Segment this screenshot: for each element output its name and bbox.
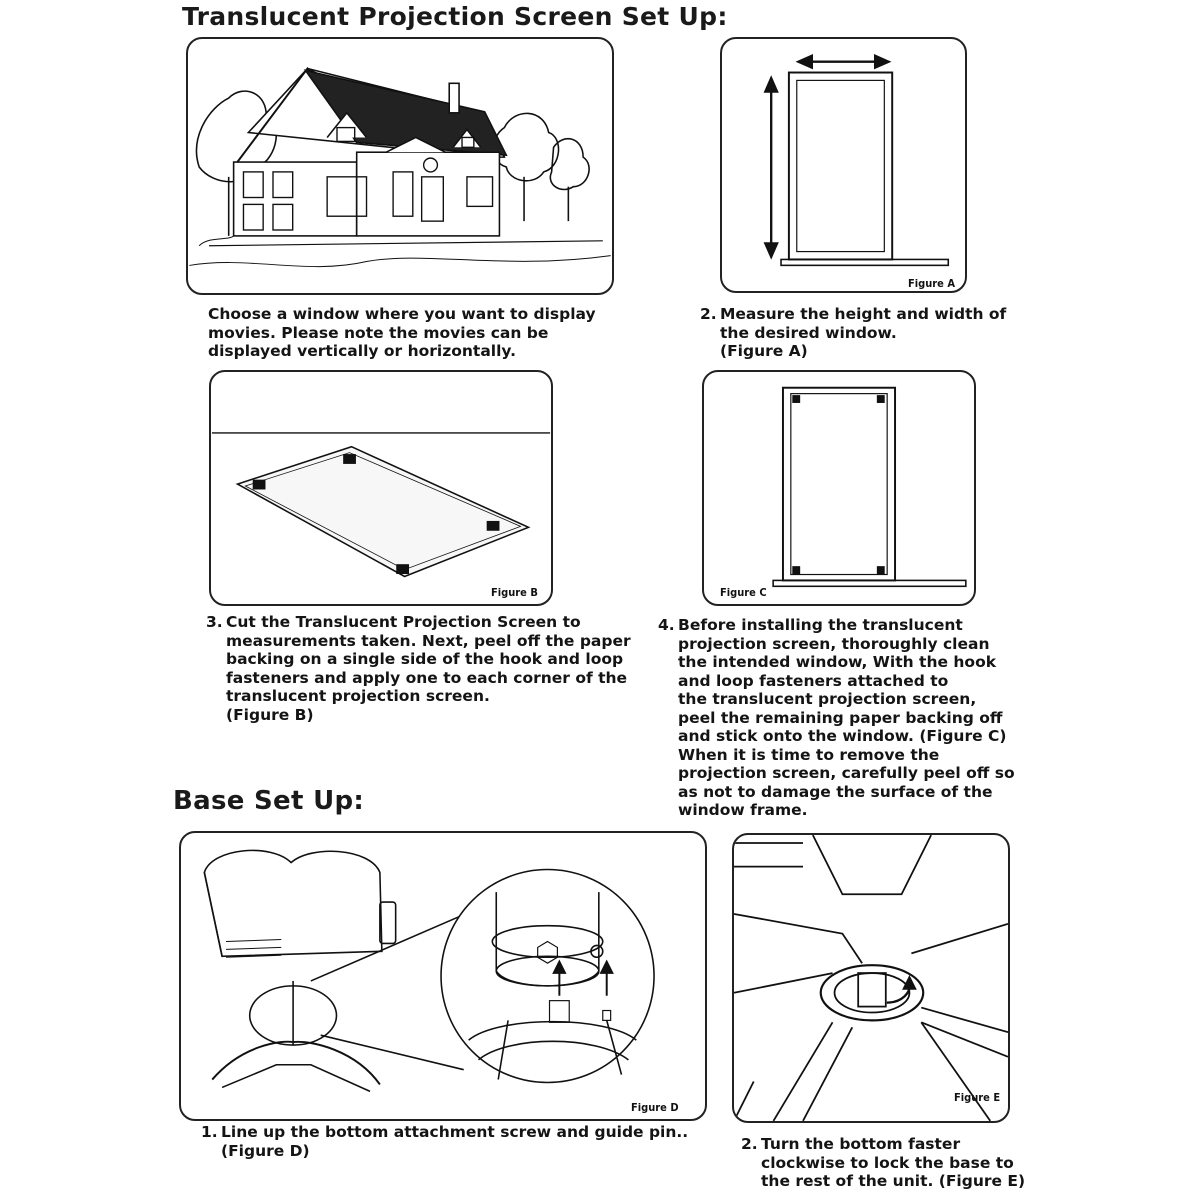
figure-d-panel: Figure D (179, 831, 707, 1121)
step-line: projection screen, carefully peel off so (678, 764, 1058, 783)
figure-d-label: Figure D (631, 1101, 679, 1114)
step-line: Choose a window where you want to displa… (208, 305, 608, 324)
step-4-install: 4. Before installing the translucent pro… (678, 616, 1058, 820)
step-line: When it is time to remove the (678, 746, 1058, 765)
step-2-measure: 2. Measure the height and width of the d… (720, 305, 1020, 361)
step-number: 1. (201, 1123, 218, 1142)
base-step-1-line-up: 1. Line up the bottom attachment screw a… (221, 1123, 701, 1160)
step-line: translucent projection screen. (226, 687, 646, 706)
step-line: Before installing the translucent (678, 616, 1058, 635)
step-choose-window: Choose a window where you want to displa… (208, 305, 608, 361)
step-line: Turn the bottom faster (761, 1135, 1061, 1154)
step-line: window frame. (678, 801, 1058, 820)
step-number: 2. (700, 305, 717, 324)
step-line: measurements taken. Next, peel off the p… (226, 632, 646, 651)
figure-a-label: Figure A (908, 277, 955, 290)
step-line: the intended window, With the hook (678, 653, 1058, 672)
step-line: Line up the bottom attachment screw and … (221, 1123, 701, 1142)
step-number: 3. (206, 613, 223, 632)
figure-b-panel: Figure B (209, 370, 553, 606)
figure-c-label: Figure C (720, 586, 767, 599)
step-line: (Figure D) (221, 1142, 701, 1161)
step-line: the rest of the unit. (Figure E) (761, 1172, 1061, 1191)
step-line: Measure the height and width of (720, 305, 1020, 324)
figure-a-panel: Figure A (720, 37, 967, 293)
figure-e-panel: Figure E (732, 833, 1010, 1123)
step-line: clockwise to lock the base to (761, 1154, 1061, 1173)
step-line: fasteners and apply one to each corner o… (226, 669, 646, 688)
step-line: backing on a single side of the hook and… (226, 650, 646, 669)
figure-c-panel: Figure C (702, 370, 976, 606)
house-illustration (188, 39, 612, 293)
step-number: 4. (658, 616, 675, 635)
window-measure-illustration (722, 39, 965, 291)
step-line: displayed vertically or horizontally. (208, 342, 608, 361)
step-number: 2. (741, 1135, 758, 1154)
step-line: projection screen, thoroughly clean (678, 635, 1058, 654)
base-step-2-lock: 2. Turn the bottom faster clockwise to l… (761, 1135, 1061, 1191)
house-illustration-panel (186, 37, 614, 295)
step-line: and stick onto the window. (Figure C) (678, 727, 1058, 746)
screen-corners-illustration (211, 372, 551, 604)
figure-b-label: Figure B (491, 586, 538, 599)
step-line: movies. Please note the movies can be (208, 324, 608, 343)
projection-setup-heading: Translucent Projection Screen Set Up: (182, 2, 728, 31)
step-line: and loop fasteners attached to (678, 672, 1058, 691)
base-attachment-illustration (181, 833, 705, 1119)
step-line: the translucent projection screen, (678, 690, 1058, 709)
base-lock-illustration (734, 835, 1008, 1121)
step-line: peel the remaining paper backing off (678, 709, 1058, 728)
step-line: the desired window. (720, 324, 1020, 343)
step-line: (Figure B) (226, 706, 646, 725)
step-line: as not to damage the surface of the (678, 783, 1058, 802)
base-setup-heading: Base Set Up: (173, 786, 364, 816)
step-line: (Figure A) (720, 342, 1020, 361)
step-3-cut-screen: 3. Cut the Translucent Projection Screen… (226, 613, 646, 724)
window-installed-illustration (704, 372, 974, 604)
step-line: Cut the Translucent Projection Screen to (226, 613, 646, 632)
figure-e-label: Figure E (954, 1091, 1000, 1104)
